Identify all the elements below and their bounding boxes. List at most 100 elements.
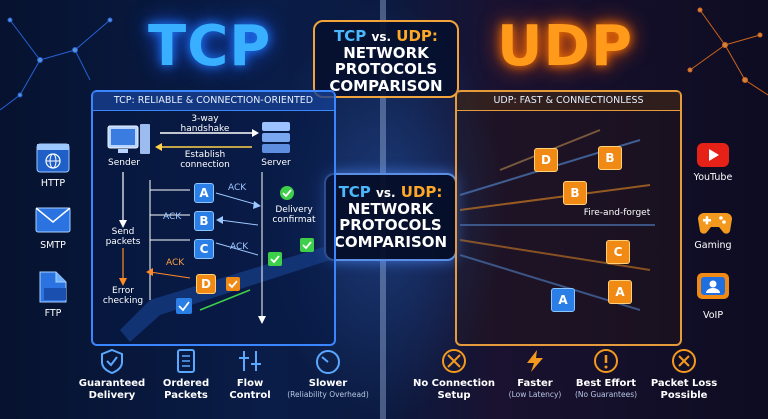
feature-faster-title: Faster	[517, 378, 553, 389]
feature-best-title: Best Effort	[575, 378, 637, 389]
check-icon	[226, 277, 240, 291]
udp-packet-d: D	[534, 148, 558, 172]
feature-loss-line2: Possible	[660, 389, 708, 401]
cmp-mid-tcp: TCP	[338, 183, 371, 201]
handshake-line1: 3-way	[191, 114, 219, 124]
check-icon	[300, 238, 314, 252]
feature-best-sub: (No Guarantees)	[574, 389, 638, 399]
feature-noconn-line2: Setup	[437, 389, 471, 401]
feature-ordered-packets: Ordered Packets	[144, 348, 228, 401]
gaming-label: Gaming	[694, 240, 732, 251]
voip-label: VoIP	[702, 310, 724, 321]
ack-label-3: ACK	[230, 242, 249, 252]
send-packets-line2: packets	[105, 236, 141, 247]
establish-line1: Establish	[184, 150, 226, 160]
feature-ordered-line2: Packets	[164, 389, 208, 401]
gauge-icon	[316, 350, 340, 374]
ack-label-1: ACK	[228, 183, 247, 193]
computer-icon	[107, 124, 150, 154]
server-icon	[262, 122, 290, 153]
cmp-mid-udp: UDP:	[400, 183, 443, 201]
cmp-mid-line2: PROTOCOLS	[339, 216, 442, 234]
youtube-label: YouTube	[693, 172, 733, 183]
cmp-vs: vs.	[371, 30, 392, 44]
feature-ordered-line1: Ordered	[162, 378, 210, 389]
tcp-packet-c: C	[194, 239, 214, 259]
cmp-mid-vs: vs.	[376, 186, 396, 200]
flow-control-icon	[239, 351, 261, 371]
feature-slower-sub: (Reliability Overhead)	[287, 389, 369, 399]
udp-packet-a1: A	[551, 288, 575, 312]
feature-slower: Slower (Reliability Overhead)	[286, 348, 370, 399]
establish-line2: connection	[180, 159, 230, 170]
http-label: HTTP	[40, 178, 66, 189]
delivery-label: Delivery confirmat	[266, 205, 322, 226]
check-icon	[268, 252, 282, 266]
server-label: Server	[261, 158, 291, 168]
mail-icon	[35, 207, 71, 237]
feature-guaranteed-delivery: Guaranteed Delivery	[70, 348, 154, 401]
feature-faster-sub: (Low Latency)	[508, 389, 562, 399]
browser-icon	[36, 143, 70, 177]
handshake-line2: handshake	[180, 123, 230, 134]
shield-check-icon	[101, 348, 123, 375]
feature-no-connection: No Connection Setup	[412, 348, 496, 401]
youtube-icon	[696, 142, 730, 172]
feature-noconn-line1: No Connection	[412, 378, 496, 389]
feature-guaranteed-line1: Guaranteed	[78, 378, 146, 389]
sender-label: Sender	[108, 158, 140, 168]
feature-flow-line2: Control	[229, 389, 271, 401]
send-packets-label: Send packets	[100, 227, 146, 248]
voip-icon	[696, 272, 730, 308]
ack-label-4: ACK	[166, 258, 185, 268]
fire-forget-label: Fire-and-forget	[583, 208, 651, 218]
send-packets-line1: Send	[111, 227, 135, 237]
handshake-label: 3-way handshake	[165, 114, 245, 135]
error-checking-label: Error checking	[98, 286, 148, 307]
lightning-icon	[527, 350, 543, 372]
tcp-packet-d: D	[196, 274, 216, 294]
warning-icon	[594, 349, 618, 373]
udp-packet-a2: A	[608, 280, 632, 304]
cmp-mid-line3: COMPARISON	[333, 232, 448, 251]
smtp-label: SMTP	[40, 240, 66, 251]
feature-faster: Faster (Low Latency)	[493, 348, 577, 399]
udp-title: UDP	[497, 14, 633, 79]
tcp-panel-header: TCP: RELIABLE & CONNECTION-ORIENTED	[93, 92, 334, 111]
error-checking-line2: checking	[102, 295, 144, 306]
no-connection-icon	[442, 349, 466, 373]
check-icon	[280, 186, 294, 200]
cmp-mid-line1: NETWORK	[347, 199, 434, 218]
tcp-packet-a: A	[194, 183, 214, 203]
udp-panel: UDP: FAST & CONNECTIONLESS	[455, 90, 682, 346]
cmp-line2: PROTOCOLS	[334, 60, 438, 78]
comparison-box-top: TCP vs. UDP: NETWORK PROTOCOLS COMPARISO…	[313, 20, 459, 98]
delivery-line2: confirmat	[272, 214, 316, 225]
tcp-packet-b: B	[194, 211, 214, 231]
ftp-label: FTP	[44, 308, 62, 319]
feature-packet-loss: Packet Loss Possible	[642, 348, 726, 401]
cmp-line3: COMPARISON	[329, 76, 443, 95]
feature-loss-line1: Packet Loss	[650, 378, 718, 389]
tcp-title: TCP	[148, 14, 272, 79]
file-icon	[38, 268, 70, 308]
cmp-line1: NETWORK	[343, 43, 429, 62]
udp-packet-b2: B	[563, 181, 587, 205]
cmp-tcp: TCP	[334, 27, 367, 45]
error-checking-line1: Error	[112, 286, 134, 296]
ack-label-2: ACK	[163, 212, 182, 222]
packet-loss-icon	[672, 349, 696, 373]
feature-best-effort: Best Effort (No Guarantees)	[564, 348, 648, 399]
feature-guaranteed-line2: Delivery	[88, 389, 136, 401]
delivery-line1: Delivery	[275, 205, 313, 215]
feature-flow-control: Flow Control	[208, 348, 292, 401]
gamepad-icon	[694, 207, 732, 239]
udp-packet-b1: B	[598, 146, 622, 170]
ordered-list-icon	[177, 349, 195, 373]
check-icon	[176, 298, 192, 314]
udp-packet-c: C	[606, 240, 630, 264]
establish-label: Establish connection	[165, 150, 245, 171]
udp-panel-header: UDP: FAST & CONNECTIONLESS	[457, 92, 680, 111]
